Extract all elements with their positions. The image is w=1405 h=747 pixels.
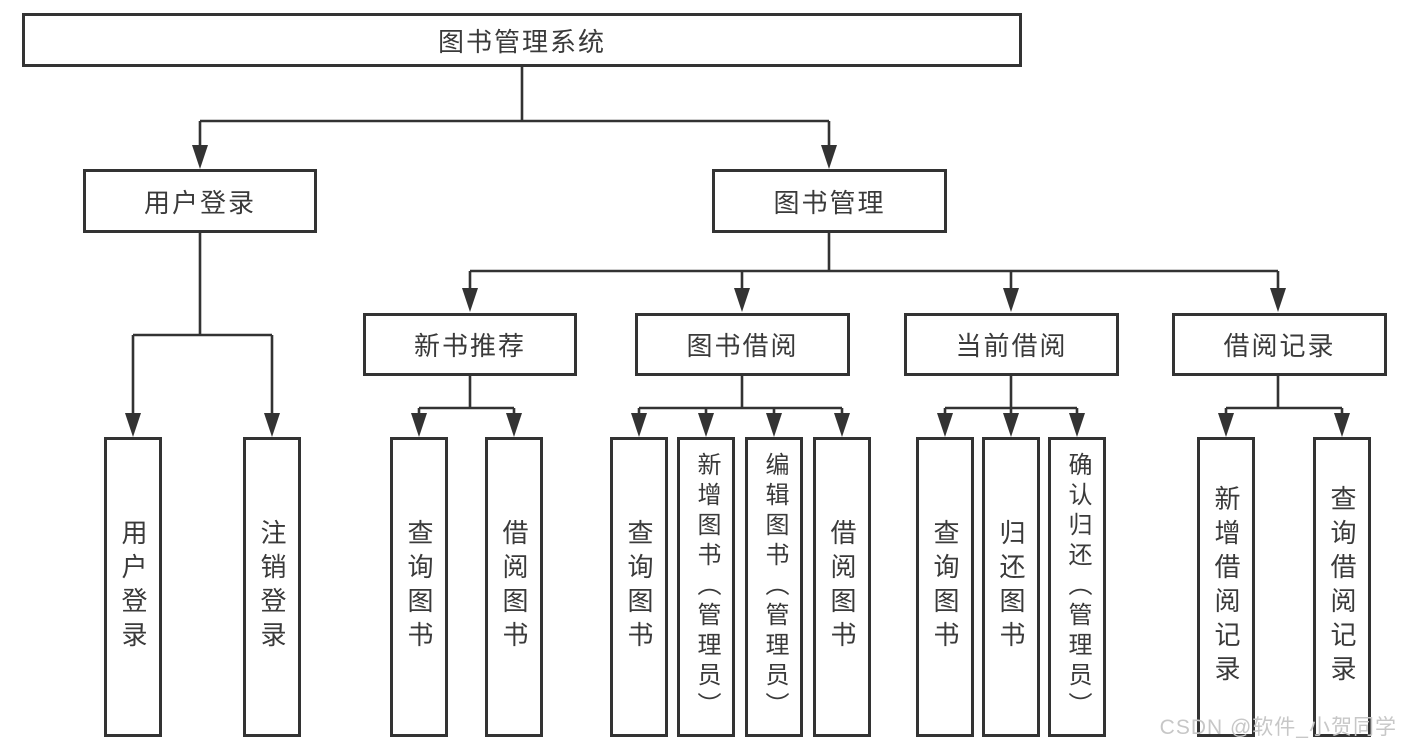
leaf-borrow-books-recommend: 借阅图书 <box>485 437 543 737</box>
node-label: 用户登录 <box>143 187 256 218</box>
leaf-query-borrow-record: 查询借阅记录 <box>1313 437 1371 737</box>
leaf-return-books: 归还图书 <box>982 437 1040 737</box>
csdn-watermark: CSDN @软件_小贺同学 <box>1159 716 1397 739</box>
node-new-book-recommendation: 新书推荐 <box>363 313 577 376</box>
node-label: 新书推荐 <box>413 331 526 361</box>
leaf-query-books-recommend: 查询图书 <box>390 437 448 737</box>
node-label: 借阅记录 <box>1223 331 1336 361</box>
node-book-management: 图书管理 <box>712 169 947 233</box>
node-label: 归还图书 <box>996 519 1026 655</box>
leaf-borrow-books: 借阅图书 <box>813 437 871 737</box>
node-label: 新增借阅记录 <box>1211 485 1241 689</box>
leaf-logout: 注销登录 <box>243 437 301 737</box>
leaf-user-login: 用户登录 <box>104 437 162 737</box>
leaf-confirm-return-admin: 确认归还（管理员） <box>1048 437 1106 737</box>
node-label: 编辑图书（管理员） <box>761 452 788 722</box>
node-label: 查询图书 <box>624 519 654 655</box>
leaf-add-borrow-record: 新增借阅记录 <box>1197 437 1255 737</box>
node-label: 新增图书（管理员） <box>693 452 720 722</box>
leaf-add-books-admin: 新增图书（管理员） <box>677 437 735 737</box>
node-label: 用户登录 <box>118 519 148 655</box>
node-label: 查询图书 <box>404 519 434 655</box>
node-label: 图书管理系统 <box>437 26 606 57</box>
node-label: 图书管理 <box>773 187 886 218</box>
node-label: 借阅图书 <box>827 519 857 655</box>
node-label: 当前借阅 <box>955 331 1068 361</box>
node-label: 图书借阅 <box>686 331 799 361</box>
node-current-borrowing: 当前借阅 <box>904 313 1119 376</box>
node-label: 确认归还（管理员） <box>1064 452 1091 722</box>
leaf-query-books-borrowing: 查询图书 <box>610 437 668 737</box>
node-borrowing-records: 借阅记录 <box>1172 313 1387 376</box>
node-label: 查询图书 <box>930 519 960 655</box>
leaf-edit-books-admin: 编辑图书（管理员） <box>745 437 803 737</box>
node-library-management-system: 图书管理系统 <box>22 13 1022 67</box>
node-book-borrowing: 图书借阅 <box>635 313 850 376</box>
arrowheads <box>125 145 1350 437</box>
leaf-query-books-current: 查询图书 <box>916 437 974 737</box>
node-user-login: 用户登录 <box>83 169 317 233</box>
node-label: 注销登录 <box>257 519 287 655</box>
node-label: 查询借阅记录 <box>1327 485 1357 689</box>
node-label: 借阅图书 <box>499 519 529 655</box>
